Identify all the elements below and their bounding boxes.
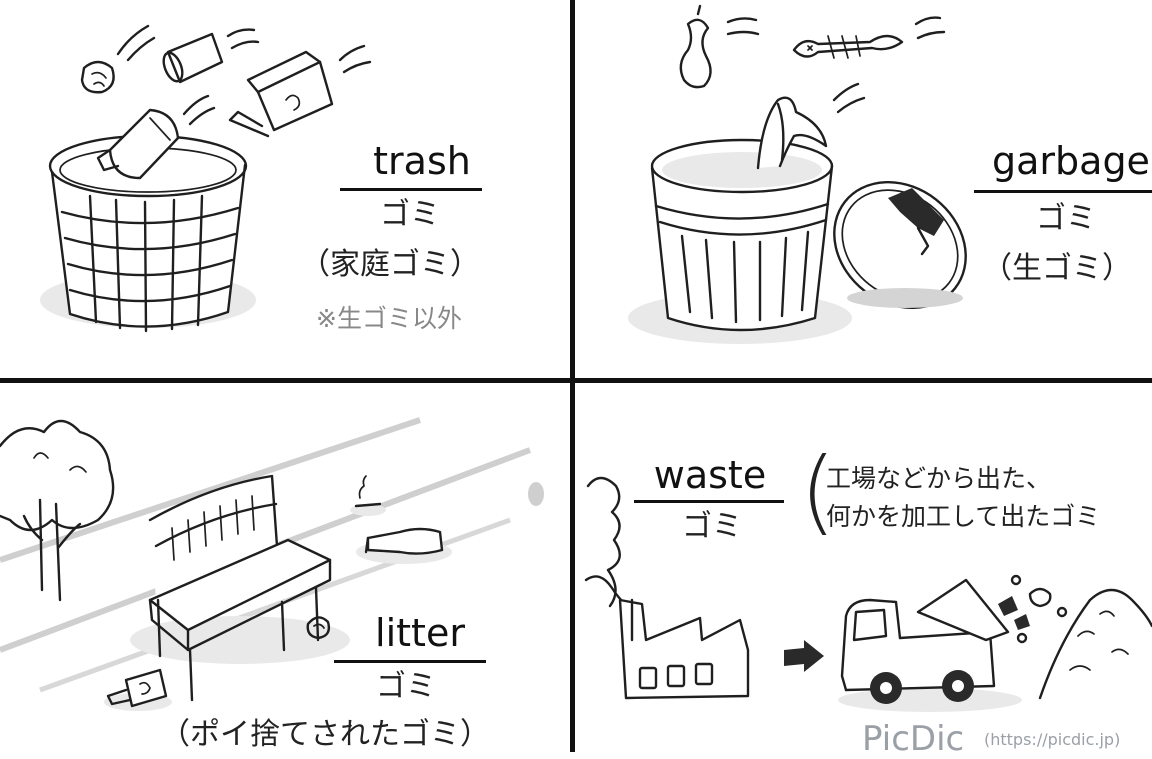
food-scraps-icon — [679, 4, 946, 114]
brand-url: (https://picdic.jp) — [984, 730, 1121, 749]
litter-jp: ゴミ — [376, 669, 436, 704]
flying-trash-icon — [80, 24, 372, 138]
trash-jp-sub: （家庭ゴミ） — [300, 247, 480, 282]
panel-divider-horizontal — [0, 378, 1152, 383]
garbage-word: garbage — [992, 139, 1150, 183]
smoke-icon — [584, 476, 642, 612]
arrow-right-icon — [784, 640, 824, 672]
dump-truck-icon — [838, 574, 1068, 712]
trash-jp: ゴミ — [380, 197, 440, 232]
litter-jp-sub: （ポイ捨てされたゴミ） — [160, 717, 490, 752]
factory-icon — [618, 598, 750, 700]
tree-icon — [0, 419, 115, 602]
garbage-jp: ゴミ — [1036, 201, 1096, 236]
park-bench-icon — [130, 474, 350, 702]
brand-name: PicDic — [862, 719, 965, 759]
litter-word: litter — [375, 611, 465, 655]
trash-word: trash — [373, 139, 471, 183]
litter-underline — [334, 660, 486, 663]
waste-jp: ゴミ — [682, 509, 742, 544]
garbage-underline — [974, 190, 1152, 193]
trash-note: ※生ゴミ以外 — [316, 304, 462, 333]
trash-underline — [340, 188, 482, 191]
trash-can-icon — [40, 108, 256, 333]
panel-divider-vertical — [570, 0, 575, 752]
garbage-jp-sub: （生ゴミ） — [982, 251, 1132, 286]
waste-note-bracket: ( — [800, 438, 836, 545]
waste-note-line2: 何かを加工して出たゴミ — [826, 502, 1101, 531]
waste-note-line1: 工場などから出た、 — [826, 464, 1052, 493]
waste-pile-icon — [1038, 588, 1152, 700]
waste-word: waste — [653, 453, 767, 497]
garbage-can-icon — [628, 96, 967, 344]
litter-items-icon — [104, 475, 452, 711]
waste-underline — [634, 500, 784, 503]
